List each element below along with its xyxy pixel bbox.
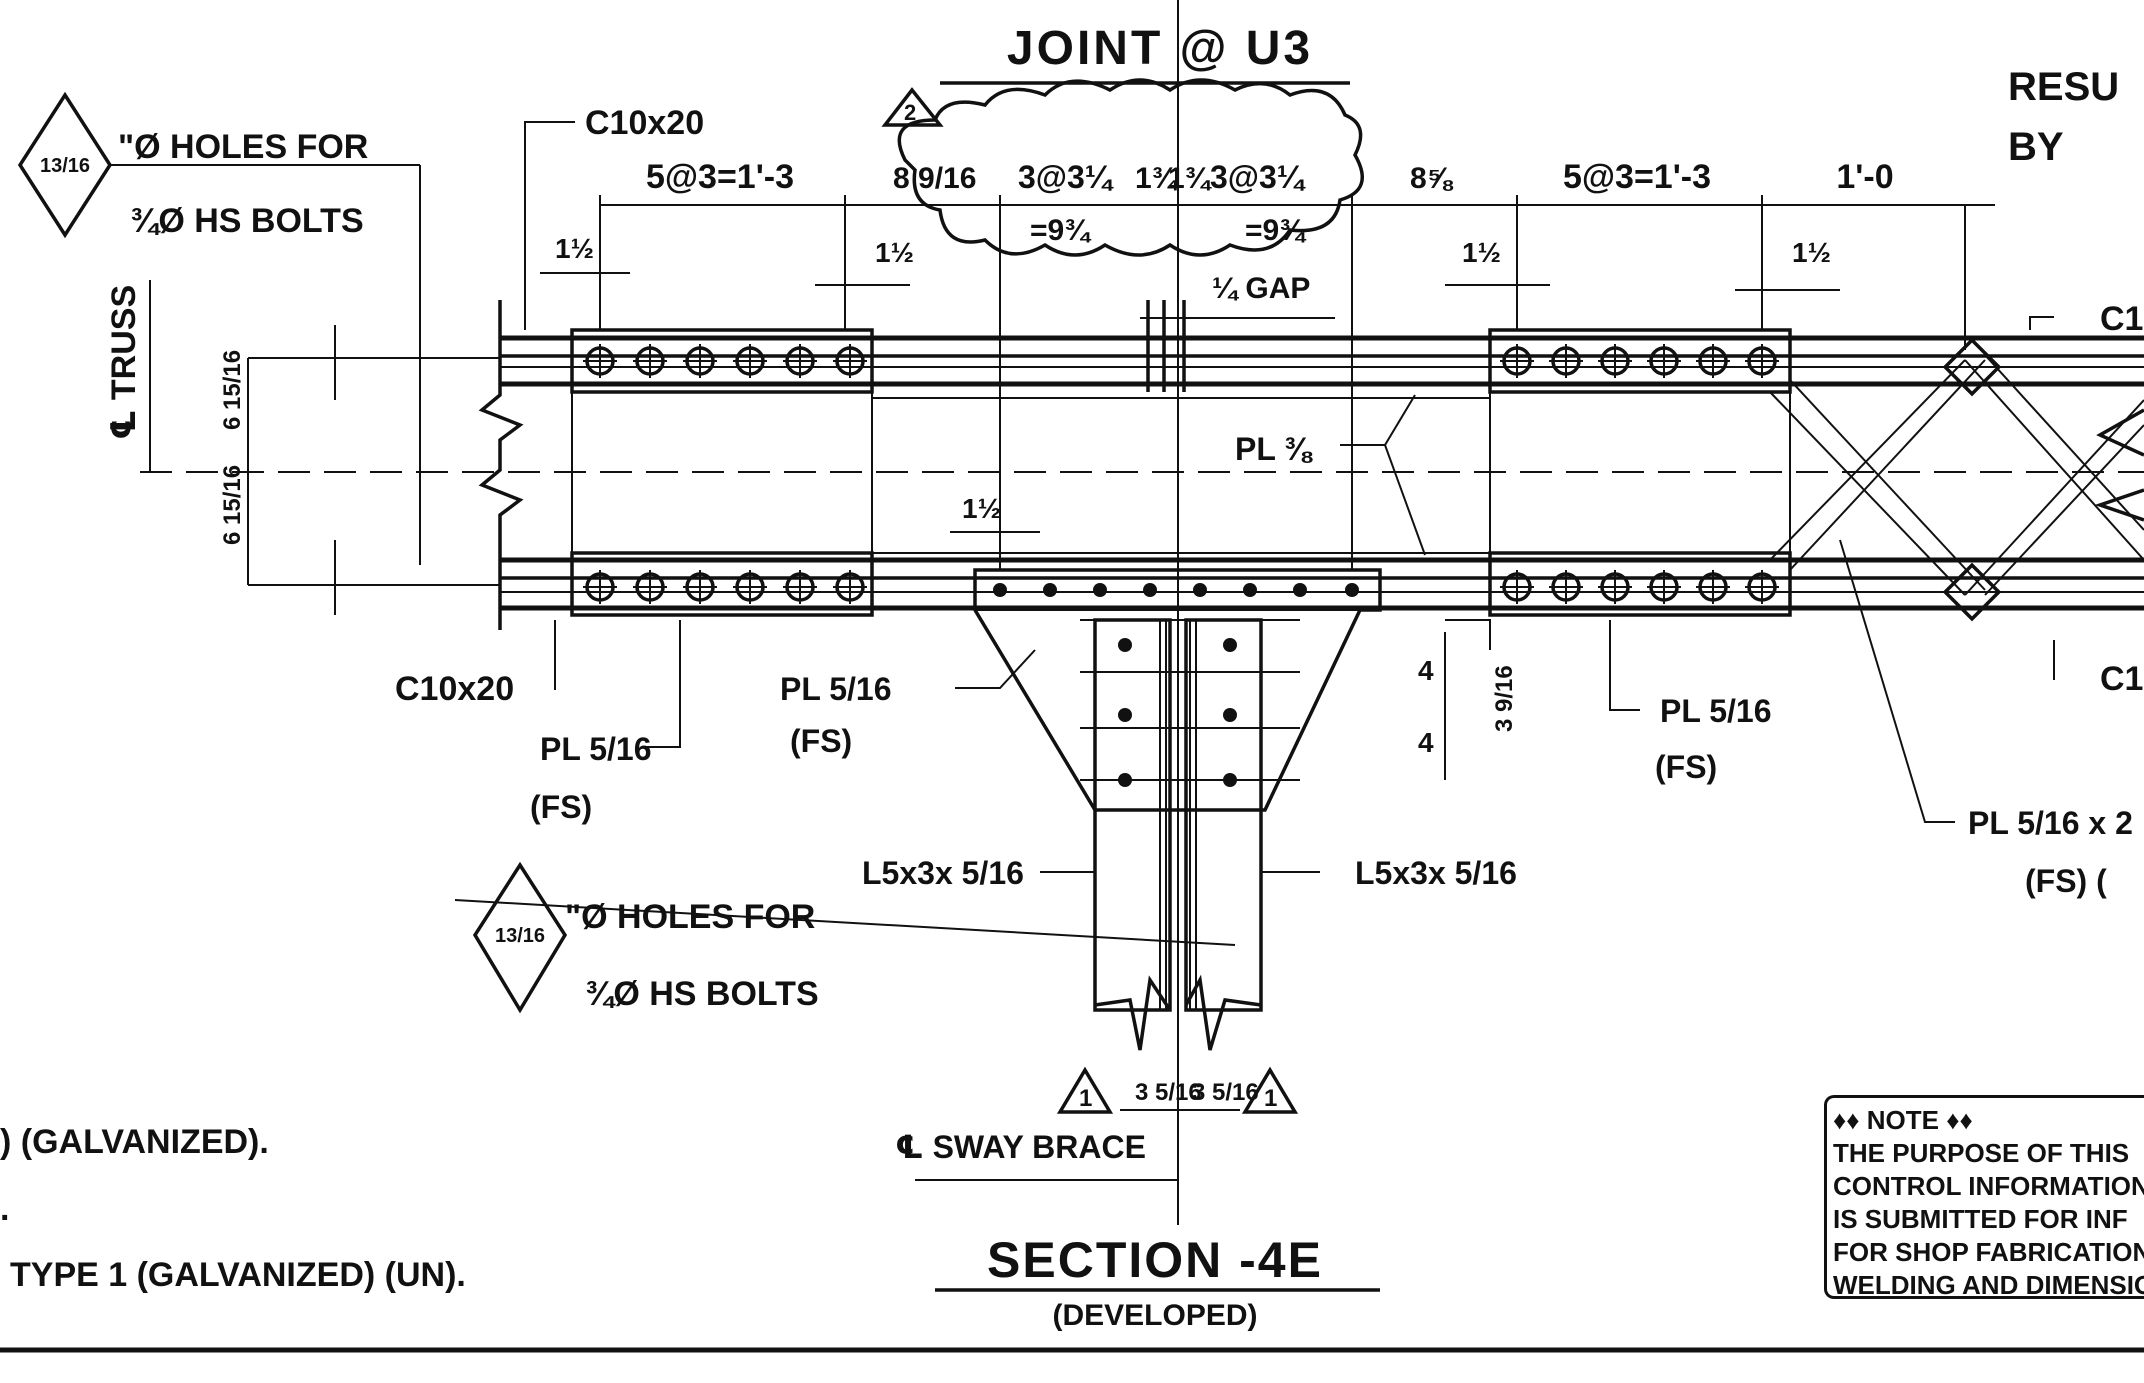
label-fs-right: (FS) <box>1655 749 1717 785</box>
label-fs-right-bracing: (FS) ( <box>2025 863 2107 899</box>
bolt <box>1243 583 1257 597</box>
bolt <box>993 583 1007 597</box>
label-c10x20-bottom: C10x20 <box>395 670 514 708</box>
svg-text:13/16: 13/16 <box>495 925 545 947</box>
label-pl-3-8: PL ⅜ <box>1235 431 1313 467</box>
holes-note-top-line1: "Ø HOLES FOR <box>118 128 368 166</box>
label-dim-1-half-d: 1½ <box>1792 237 1831 268</box>
left-break-line <box>478 300 524 630</box>
revision-cloud <box>897 78 1364 257</box>
dim-a: 8 9/16 <box>893 162 976 195</box>
note-line-4: FOR SHOP FABRICATION <box>1833 1237 2144 1267</box>
label-dim-4-b: 4 <box>1418 727 1434 758</box>
label-dim-6-15-16-bottom: 6 15/16 <box>219 465 246 545</box>
section-title: SECTION -4E <box>987 1232 1323 1288</box>
section-subtitle: (DEVELOPED) <box>1052 1299 1257 1332</box>
dim-c: 1¾ <box>1135 162 1180 195</box>
label-pl-5-16-right: PL 5/16 <box>1660 693 1771 729</box>
label-l5x3-right: L5x3x 5/16 <box>1355 855 1517 891</box>
label-truss: ℄ TRUSS <box>105 285 143 440</box>
label-fs-gusset: (FS) <box>790 723 852 759</box>
dim-far-right: 1'-0 <box>1836 158 1893 196</box>
label-pl-5-16-gusset: PL 5/16 <box>780 671 891 707</box>
bottom-chord <box>500 557 2144 611</box>
label-pl-5-16-left: PL 5/16 <box>540 731 651 767</box>
note-box: ♦♦ NOTE ♦♦ THE PURPOSE OF THIS CONTROL I… <box>1824 1095 2144 1299</box>
left-note-1: ) (GALVANIZED). <box>0 1123 269 1161</box>
hole-callout-diamond-top <box>17 91 113 239</box>
note-line-5: WELDING AND DIMENSIO <box>1833 1270 2144 1299</box>
label-pl-right-bracing: PL 5/16 x 2 <box>1968 805 2133 841</box>
bolt-holes <box>583 344 1779 787</box>
label-dim-1-half-a: 1½ <box>555 233 594 264</box>
sway-brace-angles <box>1080 618 1300 1051</box>
bolt <box>1223 708 1237 722</box>
label-dim-4-a: 4 <box>1418 655 1434 686</box>
bolt <box>1143 583 1157 597</box>
dim-b: 3@3¼ <box>1018 159 1114 195</box>
right-splice-plate-top <box>1488 328 1792 394</box>
note-line-1: THE PURPOSE OF THIS <box>1833 1138 2130 1168</box>
chord-gap <box>1140 300 1192 392</box>
label-dim-3-9-16: 3 9/16 <box>1491 665 1518 732</box>
dim-d: 1¾ <box>1168 162 1213 195</box>
left-splice-plate-top <box>570 328 874 394</box>
bolt <box>1293 583 1307 597</box>
bolt <box>1118 708 1132 722</box>
left-note-3: TYPE 1 (GALVANIZED) (UN). <box>10 1256 466 1294</box>
label-dim-1-half-c: 1½ <box>1462 237 1501 268</box>
corner-text-2: BY <box>2008 125 2064 169</box>
label-dim-1-half-e: 1½ <box>962 493 1001 524</box>
note-line-2: CONTROL INFORMATION <box>1833 1171 2144 1201</box>
bolt <box>1193 583 1207 597</box>
dim-sub-left: =9¾ <box>1030 214 1092 247</box>
holes-note-bottom-line1: "Ø HOLES FOR <box>565 898 815 936</box>
top-chord <box>500 335 2144 387</box>
label-dim-3-5-16-a: 3 5/16 <box>1135 1079 1202 1106</box>
label-sway-brace: ℄ SWAY BRACE <box>895 1129 1146 1165</box>
gusset-plate <box>973 568 1382 812</box>
revision-triangle-2 <box>881 87 944 127</box>
label-l5x3-left: L5x3x 5/16 <box>862 855 1024 891</box>
left-note-2: . <box>0 1190 9 1228</box>
label-c1-bottom-right: C1 <box>2100 660 2143 698</box>
hole-callout-diamond-bottom <box>472 861 568 1014</box>
bolt <box>1043 583 1057 597</box>
svg-text:2: 2 <box>904 100 916 125</box>
revision-triangle-1-left <box>1056 1066 1114 1114</box>
note-header: ♦♦ NOTE ♦♦ <box>1833 1105 1973 1135</box>
svg-text:1: 1 <box>1264 1085 1277 1112</box>
label-c10x20-top: C10x20 <box>585 104 704 142</box>
note-line-3: IS SUBMITTED FOR INF <box>1833 1204 2128 1234</box>
right-splice-plate-bottom <box>1488 551 1792 617</box>
lateral-bracing <box>1769 337 2144 622</box>
dim-f: 8⅝ <box>1410 162 1454 195</box>
left-vertical-dims <box>247 325 500 615</box>
svg-text:13/16: 13/16 <box>40 155 90 177</box>
label-c1-top-right: C1 <box>2100 300 2143 338</box>
dim-right-group: 5@3=1'-3 <box>1563 158 1711 196</box>
drawing-title: JOINT @ U3 <box>1007 22 1313 75</box>
label-dim-3-5-16-b: 3 5/16 <box>1192 1079 1259 1106</box>
bolt <box>1093 583 1107 597</box>
dim-e: 3@3¼ <box>1210 159 1306 195</box>
label-fs-left: (FS) <box>530 789 592 825</box>
revision-triangle-1-right <box>1241 1066 1299 1114</box>
top-dimensions <box>599 195 1995 570</box>
bolt <box>1223 638 1237 652</box>
left-splice-plate-bottom <box>570 551 874 617</box>
holes-note-bottom-line2: ¾Ø HS BOLTS <box>585 975 819 1013</box>
label-dim-1-half-b: 1½ <box>875 237 914 268</box>
holes-note-top-line2: ¾Ø HS BOLTS <box>130 202 364 240</box>
bolt <box>1345 583 1359 597</box>
label-dim-6-15-16-top: 6 15/16 <box>219 350 246 430</box>
svg-text:1: 1 <box>1079 1085 1092 1112</box>
bolt <box>1118 638 1132 652</box>
corner-text-1: RESU <box>2008 65 2119 109</box>
label-gap: ¼ GAP <box>1212 272 1310 305</box>
dim-left-group: 5@3=1'-3 <box>646 158 794 196</box>
